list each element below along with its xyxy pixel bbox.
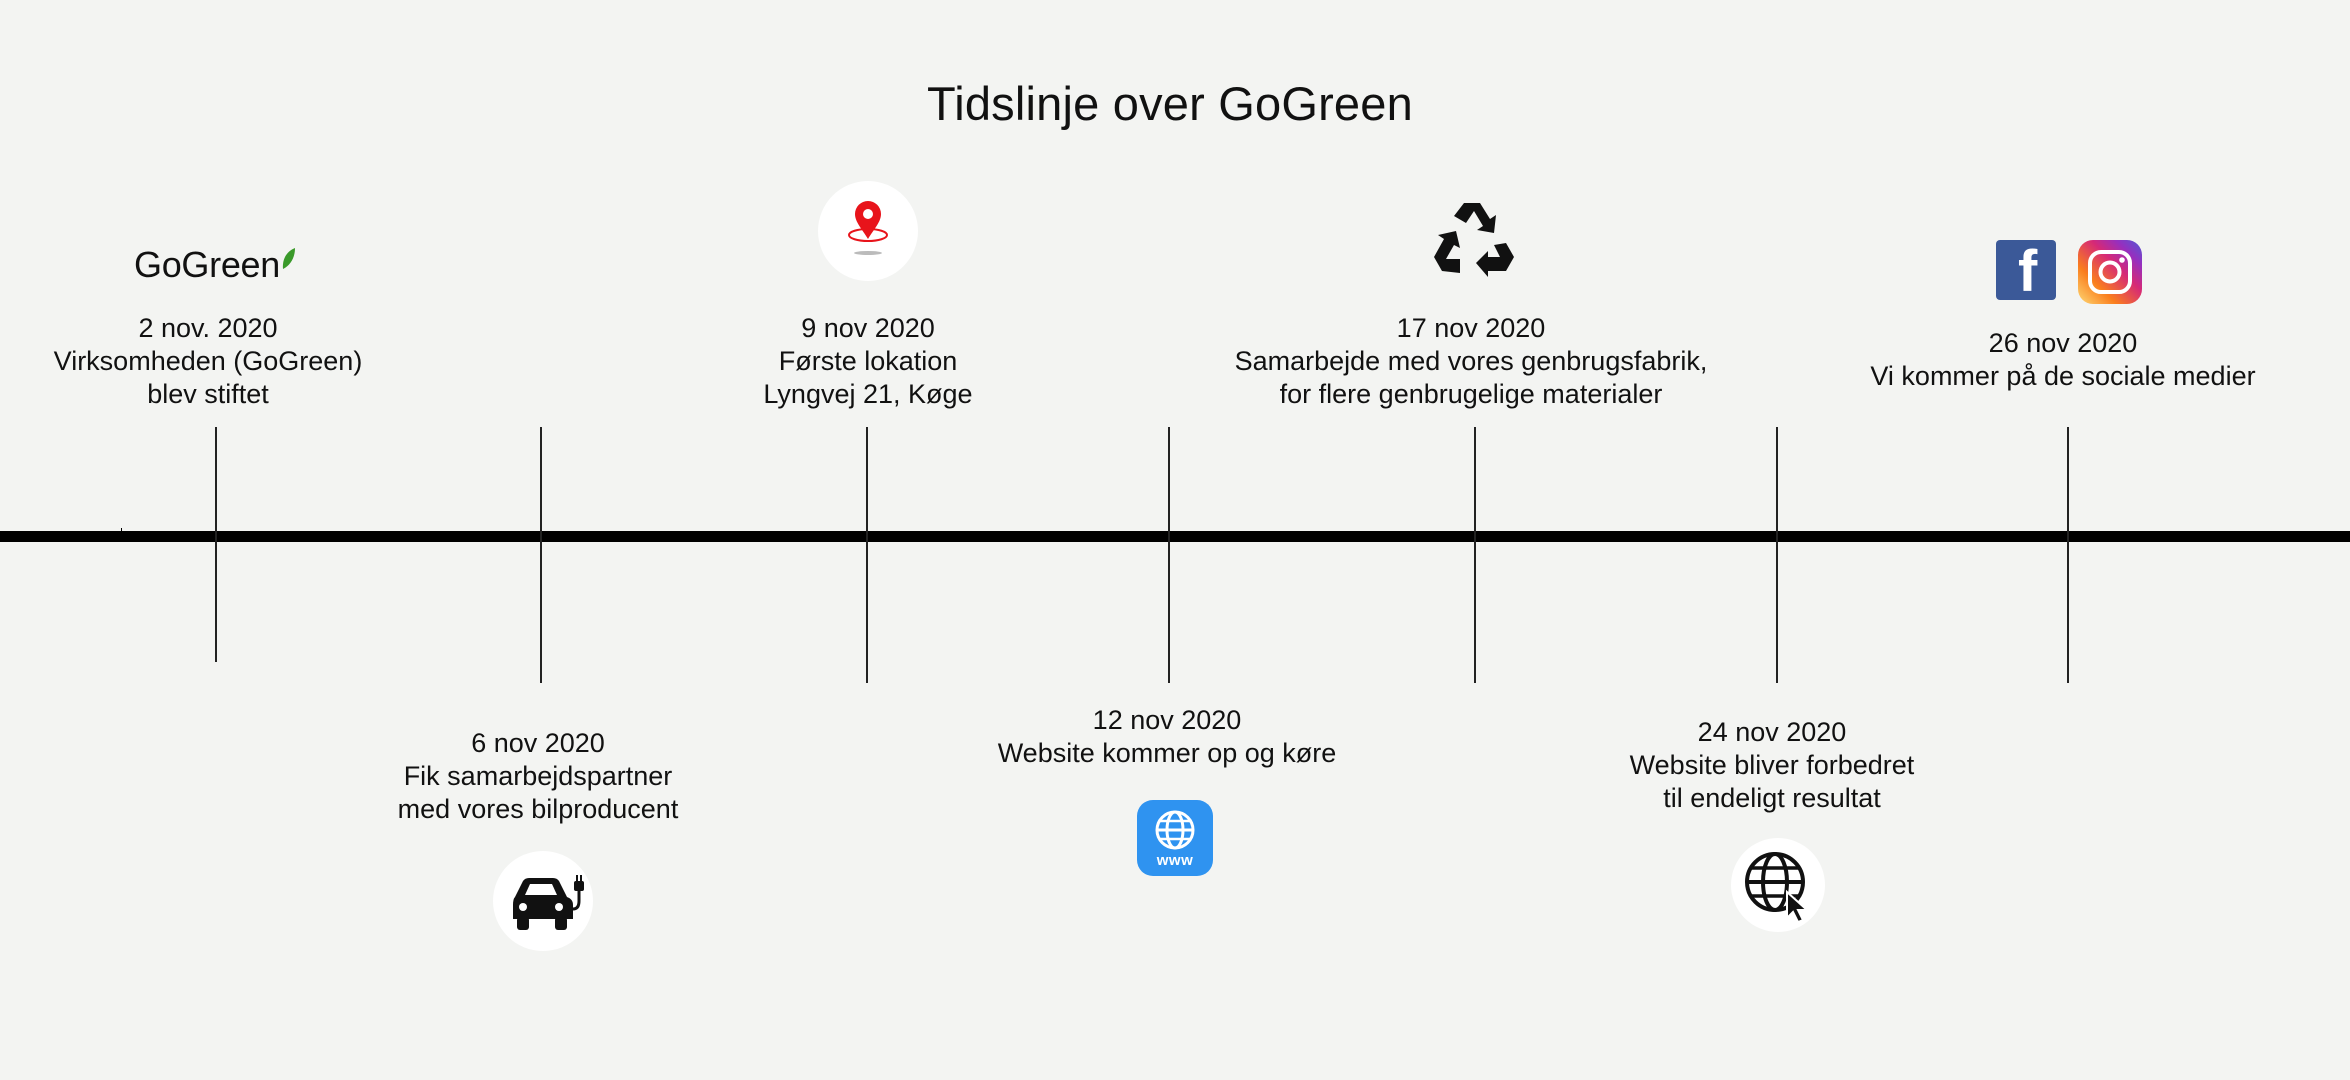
event-4: 12 nov 2020 Website kommer op og køre <box>867 704 1467 770</box>
electric-car-icon <box>493 851 593 951</box>
event-5-line2: for flere genbrugelige materialer <box>1279 379 1663 409</box>
event-4-date: 12 nov 2020 <box>1092 705 1242 735</box>
connector-event-2 <box>540 427 542 683</box>
www-label: www <box>1156 852 1194 869</box>
event-1: 2 nov. 2020 Virksomheden (GoGreen) blev … <box>0 312 508 411</box>
facebook-letter: f <box>2018 239 2038 304</box>
event-3-line1: Første lokation <box>778 346 958 376</box>
event-6-line2: til endeligt resultat <box>1663 783 1881 813</box>
facebook-icon: f <box>1996 239 2056 304</box>
event-3-date: 9 nov 2020 <box>801 313 935 343</box>
connector-event-6 <box>1776 427 1778 683</box>
event-1-date: 2 nov. 2020 <box>138 313 278 343</box>
page-title: Tidslinje over GoGreen <box>927 77 1413 130</box>
connector-event-7 <box>2067 427 2069 683</box>
event-2: 6 nov 2020 Fik samarbejdspartner med vor… <box>238 727 838 826</box>
connector-event-3 <box>866 427 868 683</box>
event-5: 17 nov 2020 Samarbejde med vores genbrug… <box>1171 312 1771 411</box>
instagram-icon <box>2078 240 2142 304</box>
event-1-line2: blev stiftet <box>147 379 269 409</box>
event-2-date: 6 nov 2020 <box>471 728 605 758</box>
connector-event-4 <box>1168 427 1170 683</box>
globe-cursor-icon <box>1731 838 1825 932</box>
event-4-line1: Website kommer op og køre <box>997 738 1337 768</box>
event-5-date: 17 nov 2020 <box>1396 313 1546 343</box>
timeline-axis <box>0 531 2350 542</box>
event-7-line1: Vi kommer på de sociale medier <box>1870 361 2256 391</box>
event-5-line1: Samarbejde med vores genbrugsfabrik, <box>1234 346 1708 376</box>
gogreen-logo-text: GoGreen <box>134 244 280 285</box>
event-6-date: 24 nov 2020 <box>1697 717 1847 747</box>
event-6-line1: Website bliver forbedret <box>1629 750 1915 780</box>
event-2-line2: med vores bilproducent <box>397 794 679 824</box>
event-1-line1: Virksomheden (GoGreen) <box>53 346 363 376</box>
event-3-line2: Lyngvej 21, Køge <box>763 379 973 409</box>
event-2-line1: Fik samarbejdspartner <box>403 761 673 791</box>
event-3: 9 nov 2020 Første lokation Lyngvej 21, K… <box>568 312 1168 411</box>
event-6: 24 nov 2020 Website bliver forbedret til… <box>1472 716 2072 815</box>
location-pin-icon <box>818 181 918 281</box>
gogreen-logo: GoGreen <box>134 244 295 286</box>
connector-event-1 <box>215 427 217 662</box>
www-globe-app-icon: www <box>1137 800 1213 876</box>
event-7-date: 26 nov 2020 <box>1988 328 2138 358</box>
recycle-icon <box>1432 197 1516 277</box>
axis-tick <box>121 528 122 534</box>
connector-event-5 <box>1474 427 1476 683</box>
event-7: 26 nov 2020 Vi kommer på de sociale medi… <box>1763 327 2350 393</box>
leaf-icon <box>282 248 295 269</box>
